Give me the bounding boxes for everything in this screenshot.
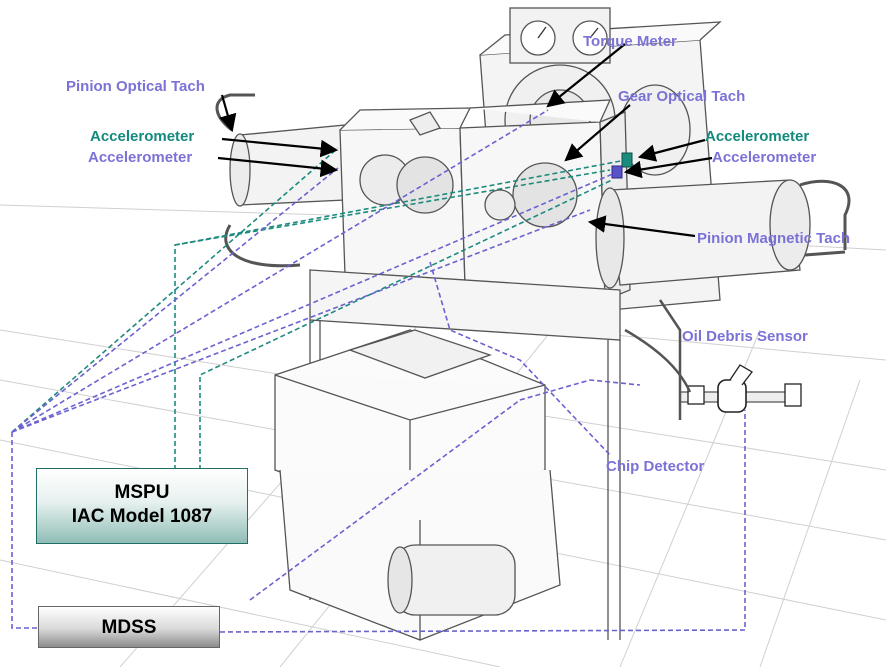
accelerometer-right-purple-label: Accelerometer [712,149,817,166]
teal-signal-wires [11,147,627,470]
leader-arrows [217,43,713,238]
gear-optical-tach-label: Gear Optical Tach [618,88,746,105]
chip-detector-label: Chip Detector [606,458,705,475]
accelerometer-right-teal-label: Accelerometer [705,128,810,145]
mspu-title: MSPU [114,482,170,503]
oil-debris-sensor-label: Oil Debris Sensor [682,328,808,345]
mdss-box: MDSS [38,606,220,648]
pinion-magnetic-tach-label: Pinion Magnetic Tach [697,230,851,247]
accelerometer-left-purple-label: Accelerometer [88,149,193,166]
pinion-optical-tach-label: Pinion Optical Tach [66,78,205,95]
gearbox-rig-drawing [215,7,851,641]
torque-meter-label: Torque Meter [583,33,677,50]
purple-signal-wires [11,109,746,633]
accelerometer-purple-sensor [611,165,623,179]
mspu-box: MSPU IAC Model 1087 [36,468,248,544]
mdss-title: MDSS [101,617,157,638]
mspu-model: IAC Model 1087 [71,506,213,527]
accelerometer-left-teal-label: Accelerometer [90,128,195,145]
